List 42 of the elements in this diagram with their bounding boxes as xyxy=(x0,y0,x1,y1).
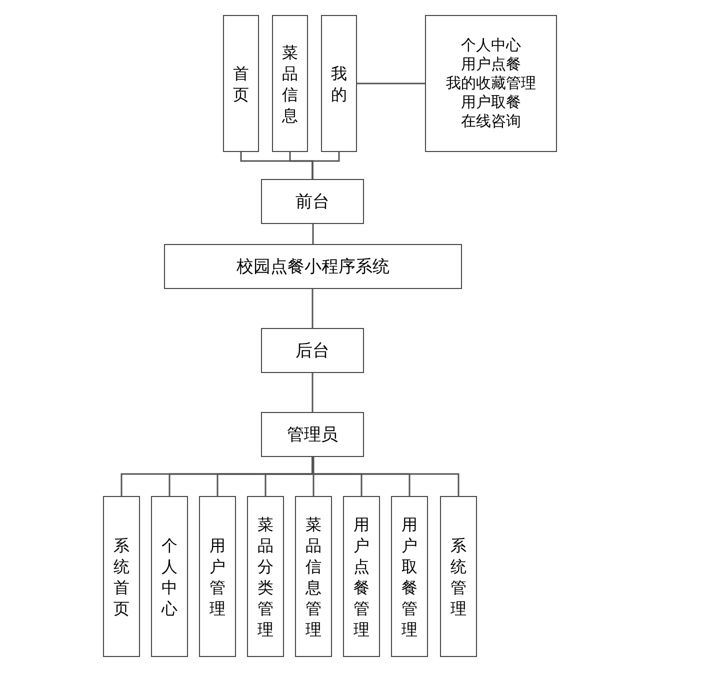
connector-line xyxy=(312,373,314,412)
module-box xyxy=(199,496,236,657)
section-label: 前台 xyxy=(296,190,330,212)
module-label: 用户管理 xyxy=(210,534,226,618)
module-box xyxy=(343,496,380,657)
function-item: 在线咨询 xyxy=(461,112,521,131)
module-label: 我的 xyxy=(331,62,347,104)
connector-line xyxy=(312,457,314,496)
function-item: 我的收藏管理 xyxy=(446,74,536,93)
connector-line xyxy=(357,82,425,84)
module-box xyxy=(272,15,308,152)
function-list-box xyxy=(425,15,557,152)
module-label: 系统管理 xyxy=(450,534,466,618)
function-item: 个人中心 xyxy=(461,36,521,55)
module-label: 菜品信息 xyxy=(282,42,298,126)
module-box xyxy=(247,496,284,657)
module-box xyxy=(321,15,357,152)
role-label: 管理员 xyxy=(287,424,338,446)
role-box xyxy=(261,412,364,457)
module-label: 用户取餐管理 xyxy=(402,514,418,640)
connector-line xyxy=(312,224,314,244)
module-label: 个人中心 xyxy=(162,534,178,618)
connector-line xyxy=(312,289,314,328)
module-box xyxy=(295,496,332,657)
module-label: 系统首页 xyxy=(114,534,130,618)
module-label: 菜品信息管理 xyxy=(306,514,322,640)
module-label: 首页 xyxy=(233,62,249,104)
section-label: 后台 xyxy=(296,340,330,362)
module-label: 菜品分类管理 xyxy=(258,514,274,640)
function-item: 用户点餐 xyxy=(461,55,521,74)
module-box xyxy=(440,496,477,657)
module-box xyxy=(223,15,259,152)
connector-line xyxy=(312,152,340,179)
section-box xyxy=(261,328,364,373)
module-box xyxy=(103,496,140,657)
module-box xyxy=(391,496,428,657)
system-box xyxy=(164,244,462,289)
section-box xyxy=(261,179,364,224)
module-box xyxy=(151,496,188,657)
module-label: 用户点餐管理 xyxy=(354,514,370,640)
function-item: 用户取餐 xyxy=(461,93,521,112)
system-title: 校园点餐小程序系统 xyxy=(236,256,390,278)
